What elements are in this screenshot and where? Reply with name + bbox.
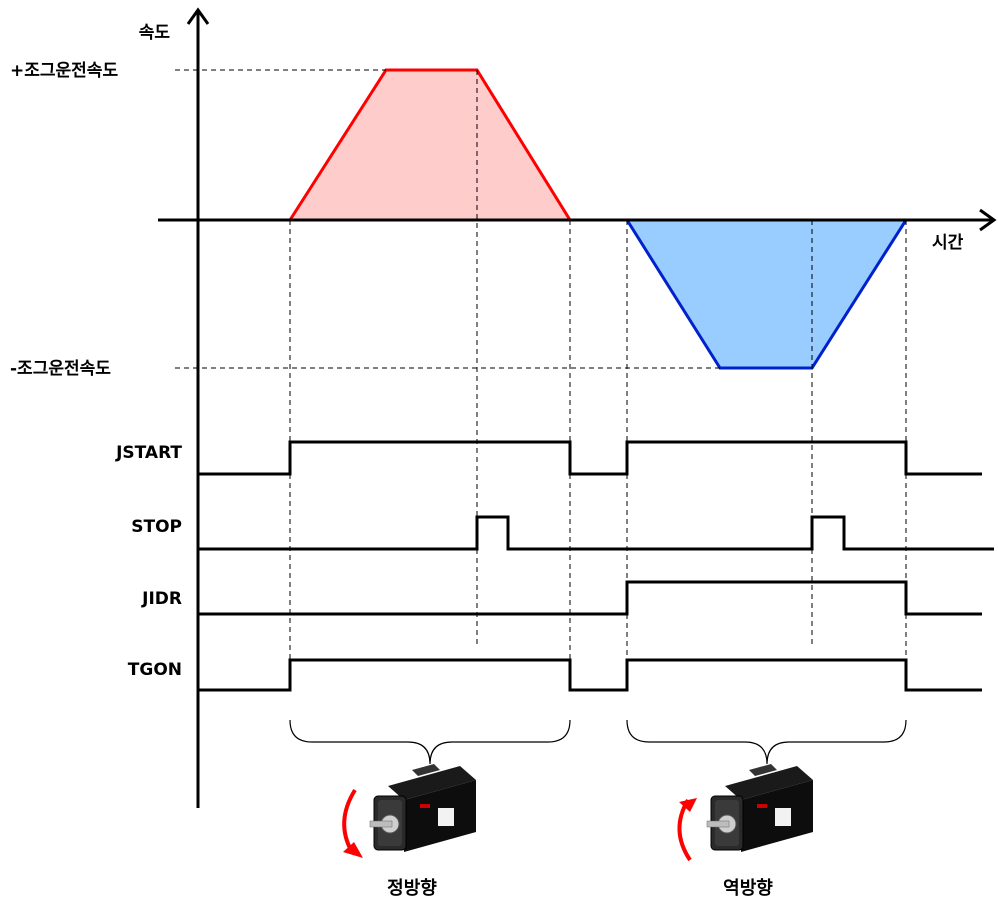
y-axis-arrowhead [186,7,210,25]
signal-label-jidr: JIDR [141,589,182,609]
forward-direction-caption: 정방향 [387,878,437,899]
signal-waveforms [198,440,994,692]
reverse-brace [626,719,907,765]
rotation-arrowhead [343,842,363,858]
neg-jog-speed-label: -조그운전속도 [10,359,111,379]
rotation-arrowhead [679,798,697,812]
reverse-speed-profile [624,218,909,370]
signal-label-stop: STOP [131,517,182,537]
forward-speed-profile [287,68,573,222]
servo-motor-icon [369,764,476,852]
jstart-waveform [198,440,982,476]
axes [158,7,997,808]
forward-brace [289,719,571,765]
jidr-waveform [198,580,982,616]
tgon-waveform [198,658,982,692]
x-axis-label: 시간 [932,233,964,253]
stop-waveform [198,515,994,551]
servo-motor-icon [706,764,813,852]
reverse-direction-caption: 역방향 [723,878,773,899]
y-axis-label: 속도 [139,23,171,43]
signal-label-tgon: TGON [128,660,182,680]
signal-label-jstart: JSTART [115,443,182,463]
pos-jog-speed-label: +조그운전속도 [10,61,118,81]
x-axis-arrowhead [979,208,997,232]
